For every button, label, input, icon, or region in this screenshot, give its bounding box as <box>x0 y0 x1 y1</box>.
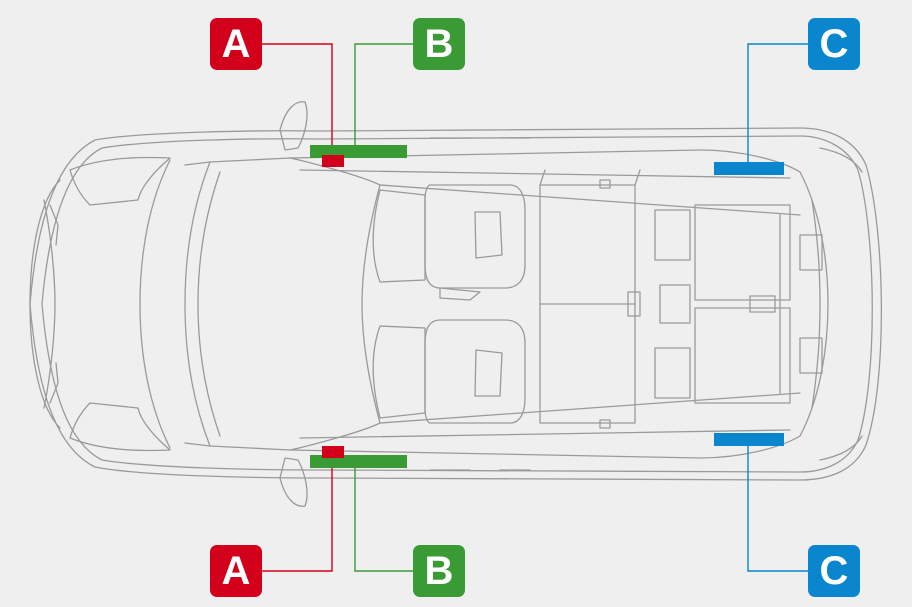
a-top-marker <box>322 155 344 167</box>
vehicle-outline <box>29 101 883 507</box>
b-bottom-bar <box>310 455 407 468</box>
leader-lines <box>262 43 808 572</box>
a-bottom-marker <box>322 446 344 458</box>
callout-c-top: C <box>808 18 860 70</box>
c-bottom-bar <box>714 433 784 446</box>
callout-a-top: A <box>210 18 262 70</box>
a-top-leader <box>262 43 333 162</box>
b-top-bar <box>310 145 407 158</box>
callout-c-bottom: C <box>808 545 860 597</box>
callout-a-bottom: A <box>210 545 262 597</box>
a-bottom-leader <box>262 450 333 572</box>
b-bottom-leader <box>354 465 414 572</box>
callout-b-top: B <box>413 18 465 70</box>
c-top-leader <box>747 43 808 166</box>
c-bottom-leader <box>747 441 808 572</box>
c-top-bar <box>714 162 784 175</box>
b-top-leader <box>354 43 414 148</box>
callout-b-bottom: B <box>413 545 465 597</box>
